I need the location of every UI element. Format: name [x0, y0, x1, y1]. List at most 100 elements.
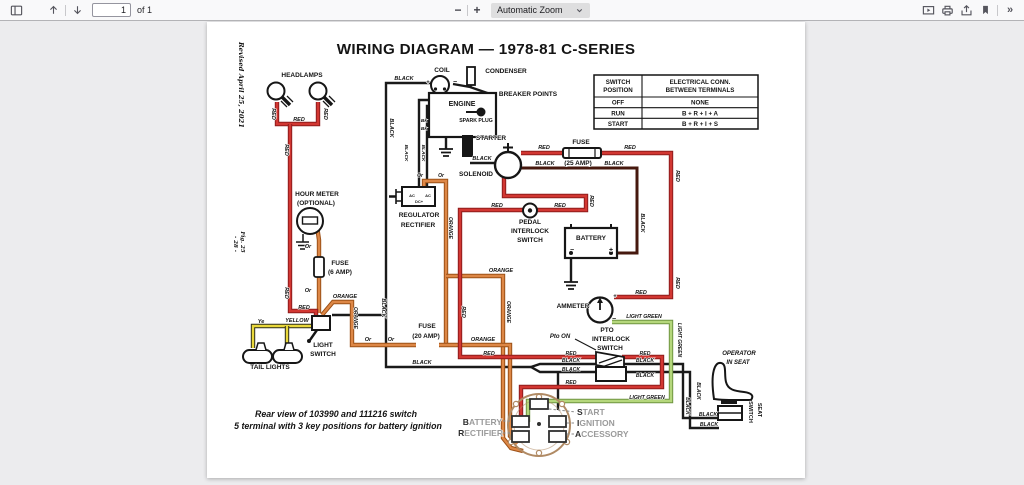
wire: [384, 81, 531, 369]
save-button[interactable]: [957, 2, 976, 18]
seat-switch-icon: [721, 400, 737, 404]
headlamp-icon: [308, 81, 328, 101]
ground-icon: [564, 281, 578, 290]
diagram-label: BLACK: [639, 213, 645, 233]
diagram-label: RED: [491, 203, 503, 209]
diagram-label: (6 AMP): [328, 269, 352, 276]
diagram-label: ORANGE: [471, 337, 495, 343]
diagram-label: +: [426, 80, 430, 86]
diagram-label: BREAKER POINTS: [499, 91, 558, 98]
diagram-label: ENGINE: [449, 101, 476, 108]
diagram-label: RED: [566, 380, 577, 386]
footnote: 5 terminal with 3 key positions for batt…: [234, 421, 442, 431]
wire: [622, 370, 719, 430]
diagram-label: (OPTIONAL): [297, 200, 335, 207]
diagram-label: −: [453, 79, 457, 86]
diagram-label: FUSE: [572, 139, 590, 146]
diagram-label: RED: [483, 351, 495, 357]
toolbar-separator: [467, 4, 468, 16]
diagram-label: RECTIFIER: [458, 428, 503, 438]
diagram-label: ORANGE: [333, 294, 357, 300]
battery-box: [563, 226, 619, 260]
diagram-label: BLACK: [700, 422, 719, 428]
diagram-label: +: [613, 294, 617, 300]
diagram-label: RED: [270, 108, 276, 120]
wire: [275, 102, 320, 126]
diagram-label: Or: [388, 337, 395, 343]
toolbar-separator: [997, 4, 998, 16]
current-view-button[interactable]: [976, 2, 995, 18]
diagram-label: BLACK: [535, 161, 555, 167]
diagram-label: SWITCH: [310, 351, 336, 358]
spark-plug-icon: [476, 107, 486, 117]
diagram-label: RED: [293, 117, 305, 123]
diagram-label: INTERLOCK: [592, 336, 630, 343]
diagram-label: Or: [305, 288, 312, 294]
diagram-label: AC: [425, 193, 431, 198]
wire: [251, 324, 311, 348]
diagram-label: Bk: [421, 126, 427, 132]
diagram-label: BLACK: [403, 145, 409, 162]
diagram-label: PTO: [600, 327, 613, 334]
page-number-input[interactable]: [92, 3, 131, 17]
pto-pointer-line: [574, 338, 597, 351]
diagram-label: LIGHT GREEN: [629, 395, 665, 401]
zoom-select[interactable]: Automatic Zoom: [491, 2, 590, 18]
diagram-label: +: [609, 247, 613, 254]
toolbar-right-group: »: [919, 2, 1024, 18]
diagram-label: RED: [566, 351, 577, 357]
wire: [526, 320, 673, 422]
wire: [600, 151, 673, 299]
next-page-button[interactable]: [68, 2, 87, 18]
bookmark-icon: [980, 4, 991, 16]
sidebar-toggle-button[interactable]: [7, 2, 26, 18]
diagram-label: COIL: [434, 67, 450, 74]
fuse-icon: [562, 147, 602, 159]
previous-page-button[interactable]: [44, 2, 63, 18]
diagram-label: (20 AMP): [412, 333, 440, 340]
diagram-label: Pto ON: [550, 334, 571, 340]
wire: [321, 300, 416, 347]
table-cell: NONE: [691, 100, 709, 107]
diagram-label: SPARK PLUG: [459, 118, 493, 124]
diagram-label: BLACK: [604, 161, 624, 167]
diagram-label: CONDENSER: [485, 68, 527, 75]
zoom-in-button[interactable]: +: [470, 2, 484, 18]
diagram-label: BLACK: [562, 358, 581, 364]
print-button[interactable]: [938, 2, 957, 18]
pdf-toolbar: of 1 − + Automatic Zoom »: [0, 0, 1024, 21]
table-header: BETWEEN TERMINALS: [666, 87, 735, 94]
diagram-label: SWITCH: [747, 401, 753, 423]
diagram-label: Or: [365, 337, 372, 343]
table-cell: B + R + I + S: [682, 121, 718, 128]
terminal-leader-lines: [503, 408, 577, 435]
zoom-out-button[interactable]: −: [451, 2, 465, 18]
revision-note: Revised April 25, 2021: [237, 41, 245, 128]
diagram-label: BLACK: [412, 360, 432, 366]
presentation-icon: [922, 4, 935, 17]
diagram-label: RED: [674, 170, 680, 182]
diagram-label: OPERATOR: [722, 351, 756, 357]
diagram-label: BLACK: [684, 397, 690, 415]
diagram-label: START: [577, 407, 606, 417]
diagram-label: REGULATOR: [399, 212, 440, 219]
diagram-label: DC+: [415, 199, 424, 204]
wire: [458, 177, 598, 359]
diagram-label: (25 AMP): [564, 160, 592, 167]
diagram-label: ORANGE: [447, 217, 453, 240]
diagram-label: SEAT: [756, 403, 762, 418]
diagram-label: FUSE: [418, 323, 436, 330]
wire: [622, 362, 719, 420]
wire: [422, 179, 448, 345]
coil-icon: [430, 75, 450, 95]
arrow-down-icon: [72, 4, 83, 16]
presentation-mode-button[interactable]: [919, 2, 938, 18]
toolbar-more-button[interactable]: »: [1000, 2, 1019, 18]
diagram-label: RED: [635, 290, 647, 296]
diagram-label: FUSE: [331, 260, 349, 267]
diagram-label: Bk: [421, 118, 427, 124]
